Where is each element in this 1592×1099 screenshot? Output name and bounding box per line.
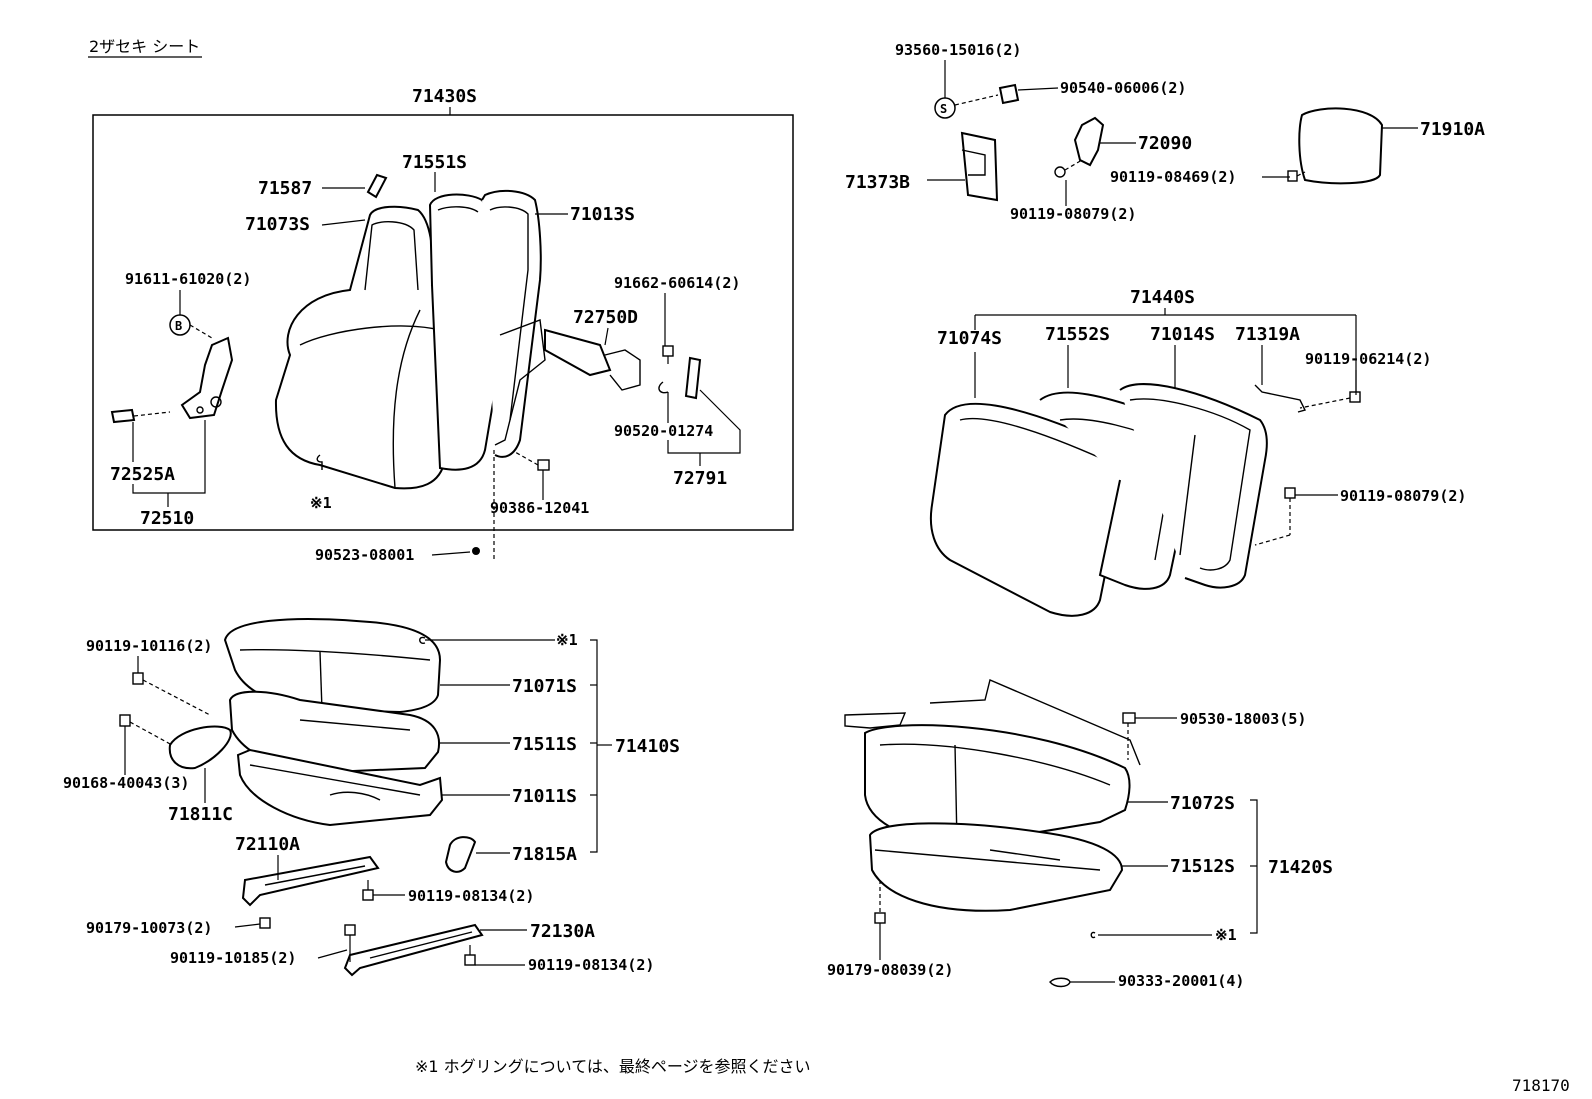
label-71373B: 71373B [845,172,910,193]
label-90119-10116: 90119-10116(2) [86,637,212,655]
label-91662: 91662-60614(2) [614,274,740,292]
label-72791: 72791 [673,468,727,489]
part-90540-shape [998,83,1020,105]
label-71410S: 71410S [615,736,680,757]
label-71910A: 71910A [1420,119,1485,140]
label-90530: 90530-18003(5) [1180,710,1306,728]
label-72130A: 72130A [530,921,595,942]
part-71910A-shape [1298,107,1384,185]
part-72791-shape [684,356,702,400]
recliner-72750D [494,319,641,446]
lower-left-group: 90119-10116(2) ※1 71071S 71511S 71410S 7… [63,618,680,977]
label-90168: 90168-40043(3) [63,774,189,792]
label-71815A: 71815A [512,844,577,865]
label-90179-08039: 90179-08039(2) [827,961,953,979]
label-mark1-c: ※1 [1215,926,1237,944]
part-71512S-shape [868,822,1124,912]
mid-right-group: 71440S 71074S 71552S 71014S 71319A 90119… [929,287,1466,617]
part-71815A-shape [444,836,477,873]
footnote: ※1 ホグリングについては、最終ページを参照ください [415,1057,811,1076]
circle-b-marker: B [169,314,213,339]
assembly-frame-71430S [92,114,794,531]
part-71014S-shape [1119,383,1268,589]
label-71319A: 71319A [1235,324,1300,345]
label-72090: 72090 [1138,133,1192,154]
label-71013S: 71013S [570,204,635,225]
seatback-frame-71013S [481,189,542,458]
label-93560: 93560-15016(2) [895,41,1021,59]
label-71511S: 71511S [512,734,577,755]
circle-s-marker: S [940,102,947,116]
part-90520-shape [658,381,669,394]
label-90523: 90523-08001 [315,546,414,564]
part-71011S-shape [236,748,444,827]
part-72090-shape [1073,116,1105,167]
label-mark1-a: ※1 [310,494,332,512]
lower-right-group: 90530-18003(5) 71072S 71512S 71420S ※1 9… [827,679,1333,990]
label-90119-10185: 90119-10185(2) [170,949,296,967]
label-90119-08134a: 90119-08134(2) [408,887,534,905]
svg-text:B: B [175,319,182,333]
label-71811C: 71811C [168,804,233,825]
upper-left-group: 71430S [92,86,794,564]
label-71073S: 71073S [245,214,310,235]
label-71512S: 71512S [1170,856,1235,877]
label-71552S: 71552S [1045,324,1110,345]
diagram-id: 718170 [1512,1076,1570,1095]
part-71373B-shape [960,131,999,202]
part-71811C-shape [168,725,232,770]
label-72110A: 72110A [235,834,300,855]
label-90520: 90520-01274 [614,422,713,440]
label-90179-10073: 90179-10073(2) [86,919,212,937]
label-71014S: 71014S [1150,324,1215,345]
label-71420S: 71420S [1268,857,1333,878]
hinge-72510 [110,336,234,424]
label-mark1-b: ※1 [556,631,578,649]
label-72750D: 72750D [573,307,638,328]
label-90540: 90540-06006(2) [1060,79,1186,97]
label-72525A: 72525A [110,464,175,485]
bolt-90386 [514,451,550,471]
label-90386: 90386-12041 [490,499,589,517]
bolt-91662 [662,345,674,364]
label-72510: 72510 [140,508,194,529]
label-71551S: 71551S [402,152,467,173]
label-71074S: 71074S [937,328,1002,349]
label-91611: 91611-61020(2) [125,270,251,288]
label-90119-08079a: 90119-08079(2) [1010,205,1136,223]
label-71072S: 71072S [1170,793,1235,814]
label-90119-06214: 90119-06214(2) [1305,350,1431,368]
label-71587: 71587 [258,178,312,199]
part-71587-shape [366,173,388,199]
upper-right-group: 93560-15016(2) S 90540-06006(2) 72090 71… [845,41,1485,223]
diagram-title: 2ザセキ シート [89,37,200,56]
label-90119-08469: 90119-08469(2) [1110,168,1236,186]
part-72110A-shape [241,855,380,907]
part-72130A-shape [343,923,484,977]
label-90119-08079b: 90119-08079(2) [1340,487,1466,505]
label-71430S: 71430S [412,86,477,107]
part-71319A-shape [1254,384,1307,413]
label-90333: 90333-20001(4) [1118,972,1244,990]
label-71440S: 71440S [1130,287,1195,308]
label-71011S: 71011S [512,786,577,807]
label-71071S: 71071S [512,676,577,697]
label-90119-08134b: 90119-08134(2) [528,956,654,974]
